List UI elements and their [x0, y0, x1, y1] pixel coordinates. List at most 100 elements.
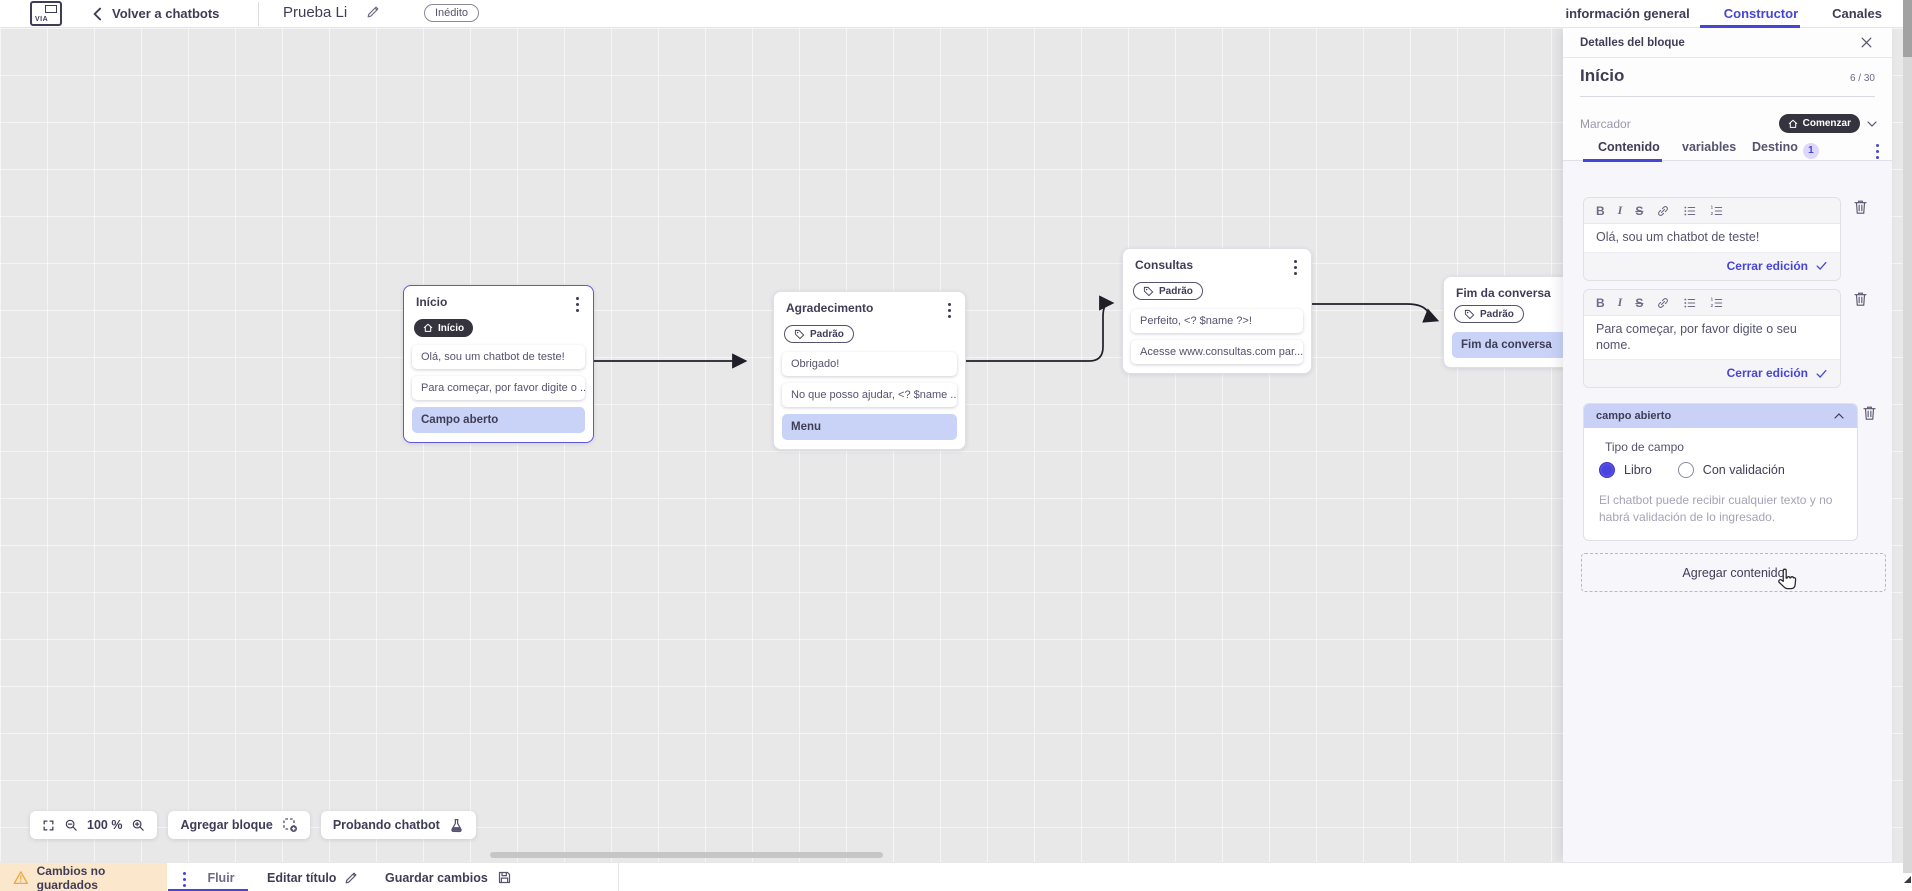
marker-label: Marcador: [1580, 116, 1631, 131]
block-name-input[interactable]: Início: [1580, 66, 1625, 85]
panel-vertical-scrollbar[interactable]: [1903, 0, 1912, 873]
add-block-icon: [283, 818, 297, 832]
footer-divider: [618, 863, 619, 891]
radio-option-libro[interactable]: Libro: [1599, 462, 1652, 478]
tab-informacion-general[interactable]: información general: [1565, 6, 1690, 21]
node-menu-row[interactable]: Menu: [782, 413, 957, 440]
italic-icon[interactable]: I: [1617, 203, 1623, 217]
node-message-card[interactable]: Olá, sou um chatbot de teste!: [412, 345, 585, 369]
chatbot-title[interactable]: Prueba Li: [283, 4, 348, 21]
node-open-field-row[interactable]: Campo aberto: [412, 407, 585, 433]
chevron-up-icon[interactable]: [1833, 410, 1845, 422]
zoom-out-icon[interactable]: [64, 818, 78, 832]
message-text-input[interactable]: Para começar, por favor digite o seu nom…: [1584, 316, 1814, 360]
strikethrough-icon[interactable]: S: [1635, 295, 1644, 310]
node-message-card[interactable]: No que posso ajudar, <? $name ...: [782, 382, 957, 407]
tab-contenido[interactable]: Contenido: [1598, 140, 1660, 154]
zoom-in-icon[interactable]: [131, 818, 145, 832]
check-icon: [1816, 369, 1827, 378]
node-marker-pill: Padrão: [1454, 305, 1524, 323]
canvas-horizontal-scrollbar[interactable]: [490, 852, 883, 858]
scroll-corner-arrow-icon: [1904, 876, 1911, 883]
radio-option-con-validacion[interactable]: Con validación: [1677, 462, 1785, 478]
connection-agradecimento-consultas[interactable]: [966, 295, 1115, 362]
message-text-input[interactable]: Olá, sou um chatbot de teste!: [1584, 224, 1840, 252]
node-menu-icon[interactable]: [1291, 258, 1300, 277]
pencil-icon: [346, 872, 357, 884]
add-block-button[interactable]: Agregar bloque: [168, 811, 310, 839]
node-agradecimento[interactable]: Agradecimento Padrão Obrigado! No que po…: [773, 291, 966, 450]
bottom-bar: Cambios no guardados Fluir Editar título…: [0, 862, 1912, 891]
open-field-section: campo abierto Tipo de campo Libro Con va…: [1583, 403, 1858, 541]
close-icon[interactable]: [1860, 36, 1873, 49]
radio-unselected-icon[interactable]: [1677, 462, 1694, 478]
bold-icon[interactable]: B: [1596, 203, 1605, 218]
delete-content-icon[interactable]: [1853, 199, 1868, 215]
bold-icon[interactable]: B: [1596, 295, 1605, 310]
italic-icon[interactable]: I: [1617, 295, 1623, 309]
warning-icon: [13, 871, 28, 885]
add-content-button[interactable]: Agregar contenido: [1581, 553, 1886, 592]
node-message-card[interactable]: Para começar, por favor digite o ...: [412, 376, 585, 400]
svg-text:1: 1: [1711, 296, 1714, 301]
scrollbar-thumb[interactable]: [1903, 0, 1912, 57]
open-field-label: campo abierto: [1596, 410, 1672, 422]
delete-section-icon[interactable]: [1862, 405, 1877, 421]
header-divider: [258, 2, 259, 26]
node-marker-pill: Padrão: [1133, 282, 1203, 300]
strikethrough-icon[interactable]: S: [1635, 203, 1644, 218]
block-details-panel: Detalles del bloque Início 6 / 30 Marcad…: [1563, 28, 1892, 862]
panel-menu-icon[interactable]: [1873, 142, 1882, 161]
link-icon[interactable]: [1656, 204, 1670, 218]
edit-title-icon[interactable]: [366, 4, 381, 19]
delete-content-icon[interactable]: [1853, 291, 1868, 307]
tab-constructor[interactable]: Constructor: [1723, 6, 1799, 21]
open-field-header[interactable]: campo abierto: [1584, 404, 1857, 428]
edit-title-button[interactable]: Editar título: [267, 863, 359, 891]
tab-fluir[interactable]: Fluir: [207, 870, 235, 885]
marker-select[interactable]: Comenzar: [1778, 114, 1860, 133]
bulleted-list-icon[interactable]: [1683, 204, 1697, 218]
chevron-down-icon[interactable]: [1866, 118, 1878, 130]
tab-variables[interactable]: variables: [1682, 140, 1737, 154]
mouse-cursor: [1775, 568, 1797, 592]
field-helper-text: El chatbot puede recibir cualquier texto…: [1599, 493, 1833, 525]
check-icon: [1816, 261, 1827, 271]
save-icon: [498, 871, 510, 884]
zoom-controls: 100 %: [30, 811, 158, 839]
node-message-card[interactable]: Obrigado!: [782, 351, 957, 376]
node-marker-pill: Início: [414, 319, 474, 337]
marker-row: Marcador Comenzar: [1580, 114, 1878, 133]
char-counter: 6 / 30: [1849, 73, 1875, 84]
node-menu-icon[interactable]: [945, 301, 954, 320]
radio-selected-icon[interactable]: [1599, 462, 1615, 478]
tag-icon: [794, 329, 805, 339]
close-edit-button[interactable]: Cerrar edición: [1726, 258, 1808, 273]
node-message-card[interactable]: Acesse www.consultas.com par...: [1131, 339, 1303, 364]
node-menu-icon[interactable]: [573, 295, 582, 314]
canvas-toolbar: 100 % Agregar bloque Probando chatbot: [30, 811, 476, 839]
back-to-chatbots-button[interactable]: Volver a chatbots: [92, 0, 219, 27]
svg-text:2: 2: [1711, 303, 1714, 308]
save-changes-button[interactable]: Guardar cambios: [385, 863, 512, 891]
bulleted-list-icon[interactable]: [1683, 296, 1697, 310]
link-icon[interactable]: [1656, 296, 1670, 310]
tab-canales[interactable]: Canales: [1832, 6, 1882, 21]
flow-menu-icon[interactable]: [180, 870, 189, 889]
node-title: Fim da conversa: [1456, 286, 1551, 300]
close-edit-button[interactable]: Cerrar edición: [1726, 366, 1808, 381]
node-inicio[interactable]: Início Início Olá, sou um chatbot de tes…: [403, 285, 594, 443]
fullscreen-icon[interactable]: [42, 819, 55, 832]
node-consultas[interactable]: Consultas Padrão Perfeito, <? $name ?>! …: [1122, 248, 1312, 374]
unsaved-changes-chip: Cambios no guardados: [0, 863, 167, 891]
node-title: Início: [416, 295, 448, 309]
node-message-card[interactable]: Perfeito, <? $name ?>!: [1131, 308, 1303, 333]
test-chatbot-button[interactable]: Probando chatbot: [320, 811, 476, 839]
connection-consultas-fim[interactable]: [1312, 303, 1440, 323]
